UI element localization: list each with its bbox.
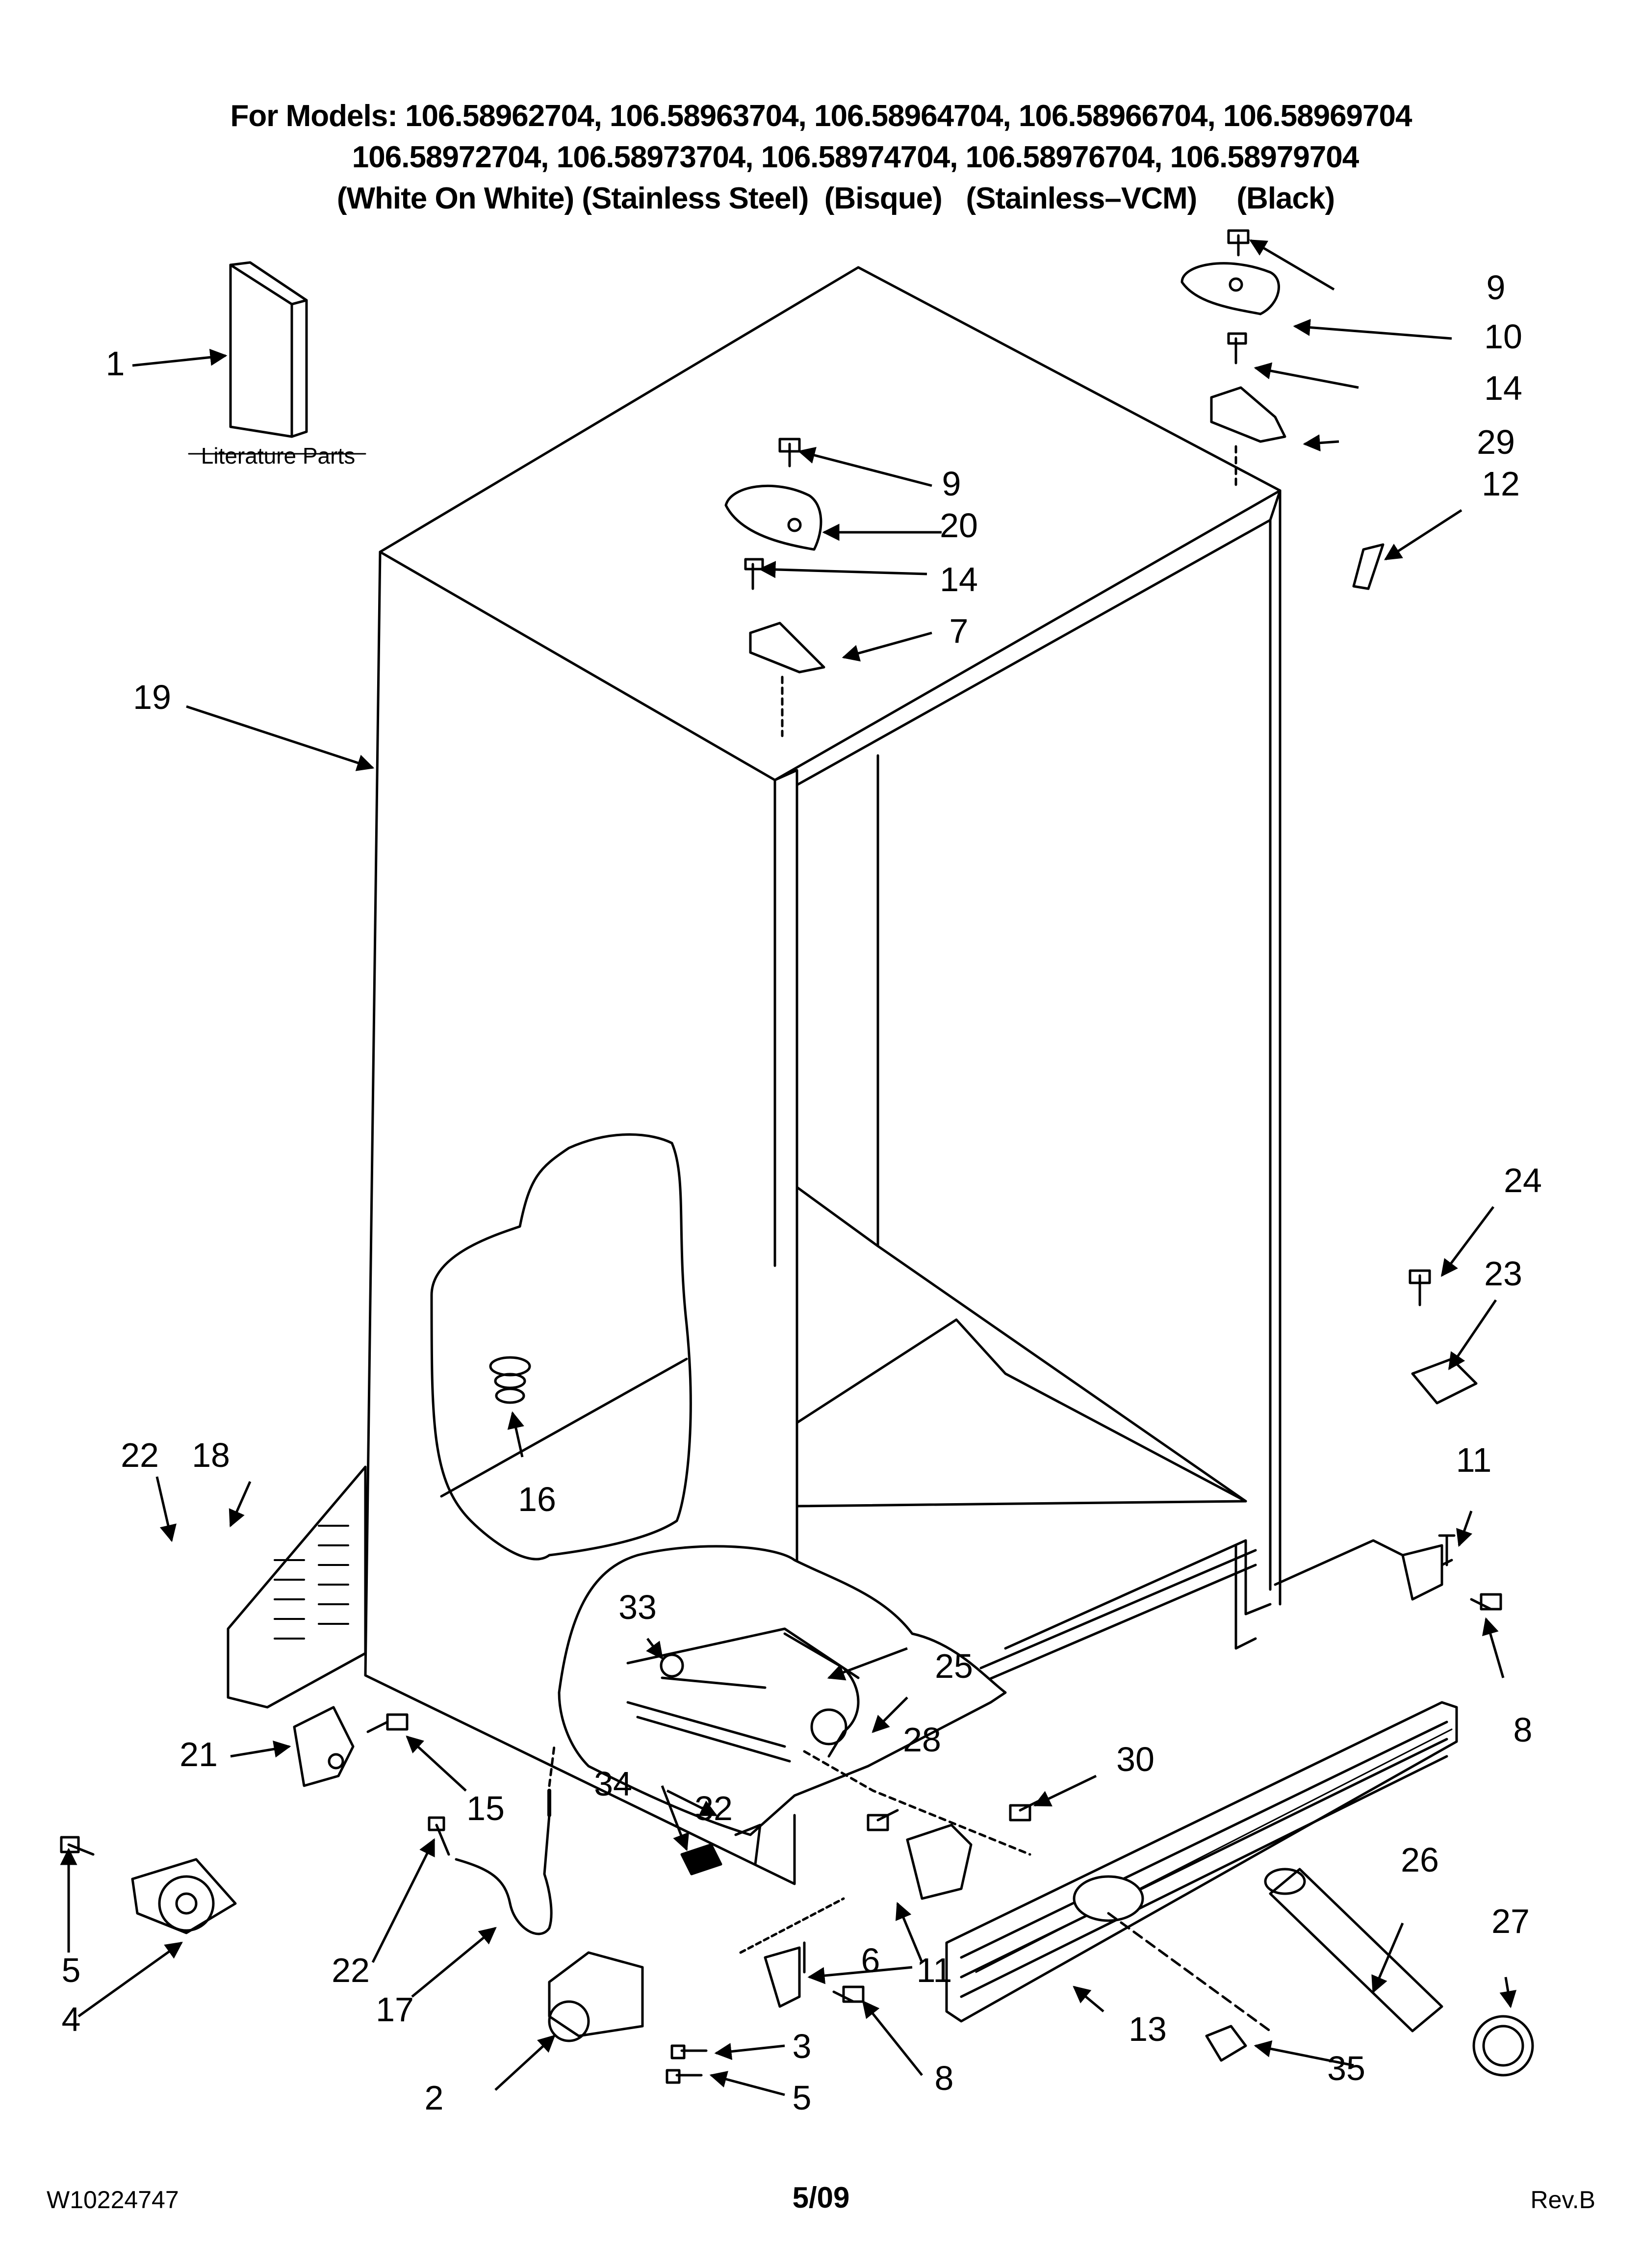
hinge-bracket-21 — [293, 1706, 409, 1787]
document-number: W10224747 — [47, 2186, 179, 2214]
callout-5-left: 5 — [62, 1951, 81, 1989]
filter-cap-27 — [1472, 2015, 1534, 2077]
rear-grille — [227, 1465, 367, 1709]
callout-8-right: 8 — [1514, 1711, 1533, 1749]
callout-15: 15 — [466, 1789, 505, 1827]
callout-14-center: 14 — [940, 560, 978, 599]
callout-32: 32 — [694, 1789, 733, 1827]
model-header: For Models: 106.58962704, 106.58963704, … — [0, 96, 1642, 219]
water-filter-26 — [1107, 1868, 1443, 2033]
callout-7: 7 — [949, 612, 969, 650]
callout-21: 21 — [180, 1735, 218, 1773]
callout-27: 27 — [1491, 1902, 1530, 1940]
callout-34: 34 — [594, 1765, 632, 1803]
top-hinge-right — [1180, 229, 1286, 487]
callout-11-bottom: 11 — [917, 1951, 952, 1989]
callout-22-left: 22 — [121, 1436, 159, 1474]
callout-leaders — [60, 239, 1517, 2096]
bracket-23 — [1409, 1269, 1478, 1405]
valve-bracket-6 — [867, 1799, 1041, 1900]
callout-17: 17 — [376, 1990, 414, 2029]
callout-8-bottom: 8 — [935, 2059, 954, 2097]
roller-assembly-4 — [60, 1836, 237, 1934]
callout-1: 1 — [106, 344, 125, 383]
callout-33: 33 — [618, 1588, 657, 1626]
callout-10: 10 — [1484, 317, 1522, 356]
lower-hinge-2 — [548, 1951, 708, 2084]
top-hinge-left — [724, 438, 825, 737]
callout-6: 6 — [861, 1941, 880, 1980]
water-line-17 — [428, 1745, 556, 1935]
callout-18: 18 — [192, 1436, 230, 1474]
model-list-line-1: For Models: 106.58962704, 106.58963704, … — [230, 99, 1412, 133]
callout-22-bottom: 22 — [332, 1951, 370, 1989]
callout-5-bottom: 5 — [793, 2079, 812, 2117]
dashed-leader-center — [803, 1750, 1031, 1856]
toe-grille-13 — [945, 1701, 1458, 2023]
hinge-pin-11-upper — [1401, 1534, 1502, 1611]
callout-19: 19 — [133, 678, 171, 716]
callout-24: 24 — [1504, 1161, 1542, 1199]
callout-3: 3 — [793, 2027, 812, 2065]
callout-9-top: 9 — [1487, 268, 1506, 307]
callout-26: 26 — [1401, 1841, 1439, 1879]
finish-list-line: (White On White) (Stainless Steel) (Bisq… — [336, 182, 1335, 215]
callout-30: 30 — [1116, 1740, 1155, 1778]
model-list-line-2: 106.58972704, 106.58973704, 106.58974704… — [352, 140, 1359, 174]
literature-parts-label: Literature Parts — [201, 443, 355, 469]
callout-13: 13 — [1129, 2010, 1167, 2048]
callout-14-top: 14 — [1484, 369, 1522, 407]
callout-12: 12 — [1482, 465, 1520, 503]
revision-date: 5/09 — [792, 2181, 850, 2214]
revision-label: Rev.B — [1530, 2186, 1595, 2214]
cutaway-water-lines — [558, 1545, 1007, 1876]
callout-25: 25 — [935, 1647, 973, 1685]
cutaway-drain-view — [430, 1133, 692, 1561]
callout-9-center: 9 — [942, 465, 961, 503]
refrigerator-cabinet — [364, 266, 1453, 1885]
callout-4: 4 — [62, 2000, 81, 2038]
callout-28: 28 — [903, 1721, 941, 1759]
callout-29: 29 — [1477, 423, 1515, 461]
bypass-plug-35 — [1205, 2025, 1247, 2062]
callout-35: 35 — [1327, 2049, 1365, 2087]
callout-numbers: 1 2 3 4 5 5 6 7 8 8 9 9 10 11 11 12 13 1… — [62, 268, 1542, 2117]
literature-booklet — [229, 261, 308, 438]
callout-11-right: 11 — [1456, 1441, 1492, 1479]
callout-2: 2 — [425, 2079, 444, 2117]
lower-hinge-bracket-11 — [739, 1897, 865, 2008]
callout-23: 23 — [1484, 1254, 1522, 1293]
callout-16: 16 — [518, 1480, 556, 1518]
part-12-clip — [1352, 543, 1385, 590]
callout-20: 20 — [940, 506, 978, 545]
